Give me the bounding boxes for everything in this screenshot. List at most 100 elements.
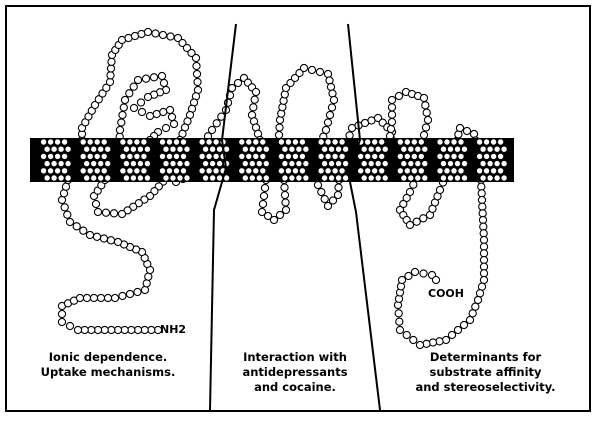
amino-acid-residue	[479, 210, 486, 217]
region-label-line: Ionic dependence.	[8, 350, 208, 365]
amino-acid-residue	[342, 146, 348, 152]
amino-acid-residue	[87, 168, 93, 174]
amino-acid-residue	[365, 168, 371, 174]
amino-acid-residue	[316, 68, 323, 75]
amino-acid-residue	[476, 168, 482, 174]
amino-acid-residue	[40, 168, 46, 174]
amino-acid-residue	[90, 294, 97, 301]
amino-acid-residue	[483, 139, 489, 145]
amino-acid-residue	[342, 160, 348, 166]
amino-acid-residue	[422, 102, 429, 109]
amino-acid-residue	[170, 146, 176, 152]
amino-acid-residue	[126, 90, 133, 97]
amino-acid-residue	[120, 168, 126, 174]
amino-acid-residue	[208, 126, 215, 133]
amino-acid-residue	[134, 168, 140, 174]
amino-acid-residue	[282, 160, 288, 166]
amino-acid-residue	[163, 146, 169, 152]
amino-acid-residue	[322, 126, 329, 133]
amino-acid-residue	[494, 146, 500, 152]
amino-acid-residue	[278, 153, 284, 159]
amino-acid-residue	[119, 111, 126, 118]
amino-acid-residue	[401, 160, 407, 166]
amino-acid-residue	[339, 168, 345, 174]
amino-acid-residue	[144, 175, 150, 181]
amino-acid-residue	[332, 168, 338, 174]
amino-acid-residue	[98, 146, 104, 152]
amino-acid-residue	[141, 153, 147, 159]
amino-acid-residue	[44, 160, 50, 166]
amino-acid-residue	[276, 211, 283, 218]
membrane-band	[30, 138, 514, 182]
amino-acid-residue	[478, 190, 485, 197]
amino-acid-residue	[324, 119, 331, 126]
amino-acid-residue	[379, 139, 385, 145]
amino-acid-residue	[105, 160, 111, 166]
amino-acid-residue	[58, 310, 65, 317]
amino-acid-residue	[66, 218, 73, 225]
amino-acid-residue	[372, 139, 378, 145]
amino-acid-residue	[74, 326, 81, 333]
amino-acid-residue	[461, 175, 467, 181]
amino-acid-residue	[456, 124, 463, 131]
amino-acid-residue	[487, 175, 493, 181]
amino-acid-residue	[401, 146, 407, 152]
amino-acid-residue	[276, 124, 283, 131]
amino-acid-residue	[144, 146, 150, 152]
amino-acid-residue	[47, 139, 53, 145]
amino-acid-residue	[429, 339, 436, 346]
amino-acid-residue	[480, 276, 487, 283]
amino-acid-residue	[138, 108, 145, 115]
amino-acid-residue	[58, 318, 65, 325]
amino-acid-residue	[194, 78, 201, 85]
amino-acid-residue	[396, 326, 403, 333]
amino-acid-residue	[242, 160, 248, 166]
amino-acid-residue	[420, 94, 427, 101]
amino-acid-residue	[490, 139, 496, 145]
amino-acid-residue	[437, 168, 443, 174]
region-label-line: and stereoselectivity.	[383, 380, 588, 395]
amino-acid-residue	[278, 139, 284, 145]
amino-acid-residue	[361, 146, 367, 152]
amino-acid-residue	[480, 236, 487, 243]
amino-acid-residue	[275, 131, 282, 138]
amino-acid-residue	[335, 184, 342, 191]
amino-acid-residue	[375, 175, 381, 181]
amino-acid-residue	[458, 153, 464, 159]
amino-acid-residue	[137, 146, 143, 152]
amino-acid-residue	[444, 153, 450, 159]
amino-acid-residue	[368, 146, 374, 152]
amino-acid-residue	[146, 112, 153, 119]
amino-acid-residue	[86, 231, 93, 238]
amino-acid-residue	[403, 331, 410, 338]
amino-acid-residue	[168, 113, 175, 120]
amino-acid-residue	[152, 30, 159, 37]
amino-acid-residue	[40, 139, 46, 145]
amino-acid-residue	[107, 237, 114, 244]
amino-acid-residue	[318, 188, 325, 195]
amino-acid-residue	[397, 153, 403, 159]
amino-acid-residue	[65, 175, 71, 181]
amino-acid-residue	[170, 120, 177, 127]
amino-acid-residue	[487, 146, 493, 152]
amino-acid-residue	[379, 153, 385, 159]
amino-acid-residue	[101, 153, 107, 159]
amino-acid-residue	[54, 139, 60, 145]
amino-acid-residue	[209, 175, 215, 181]
amino-acid-residue	[130, 175, 136, 181]
amino-acid-residue	[395, 92, 402, 99]
amino-acid-residue	[94, 168, 100, 174]
amino-acid-residue	[382, 160, 388, 166]
amino-acid-residue	[444, 139, 450, 145]
amino-acid-residue	[62, 183, 69, 190]
protein-chain	[58, 28, 487, 348]
amino-acid-residue	[54, 168, 60, 174]
amino-acid-residue	[166, 168, 172, 174]
amino-acid-residue	[332, 139, 338, 145]
amino-acid-residue	[130, 83, 137, 90]
amino-acid-residue	[213, 139, 219, 145]
amino-acid-residue	[94, 139, 100, 145]
amino-acid-residue	[423, 340, 430, 347]
amino-acid-residue	[451, 153, 457, 159]
